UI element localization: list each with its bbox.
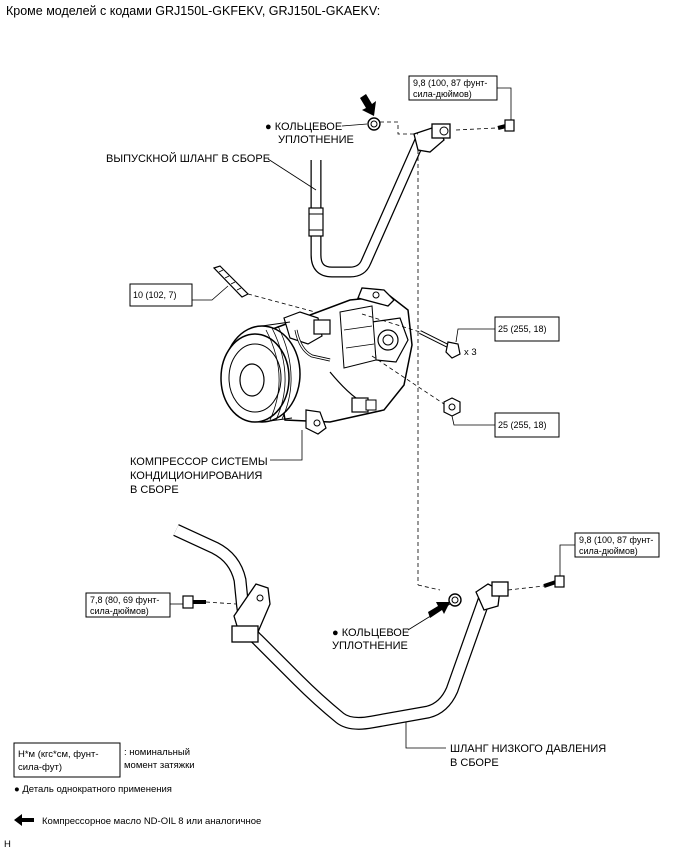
suction-hose-label-line1: ШЛАНГ НИЗКОГО ДАВЛЕНИЯ [450,743,606,755]
legend-oil: Компрессорное масло ND-OIL 8 или аналоги… [42,816,261,827]
torque-box-nut: 25 (255, 18) [451,412,560,438]
compressor-body [220,287,413,435]
compressor-leader [270,430,303,461]
torque-box-bolts: 25 (255, 18) [455,316,560,343]
torque-top-right-line1: 9,8 (100, 87 фунт- [413,78,487,88]
diagram-title: Кроме моделей с кодами GRJ150L-GKFEKV, G… [6,4,380,18]
torque-bottom-right-line2: сила-дюймов) [579,546,638,556]
torque-box-top-right: 9,8 (100, 87 фунт- сила-дюймов) [408,75,512,120]
o-ring-bottom-label-line1: ● КОЛЬЦЕВОЕ [332,627,409,639]
torque-stud: 10 (102, 7) [133,290,177,300]
o-ring-bottom-label-line2: УПЛОТНЕНИЕ [332,640,408,652]
discharge-hose-label: ВЫПУСКНОЙ ШЛАНГ В СБОРЕ [106,152,270,165]
stud-bolt [212,265,250,298]
corner-mark: H [4,839,11,850]
legend-units-desc-line1: : номинальный [124,747,190,758]
oil-arrow-icon-top [360,94,376,116]
compressor-bolt [419,330,461,359]
compressor-nut [443,397,461,417]
suction-hose-leader [405,722,446,749]
discharge-hose [308,123,451,278]
legend-units-line2: сила-фут) [18,762,62,773]
legend-units-box [13,742,121,778]
alignment-lines-top [380,121,497,585]
o-ring-top-label-line2: УПЛОТНЕНИЕ [278,134,354,146]
bolt-bottom-right [543,575,565,588]
o-ring-top-label-line1: ● КОЛЬЦЕВОЕ [265,121,342,133]
compressor-label-line1: КОМПРЕССОР СИСТЕМЫ [130,456,268,468]
torque-nut: 25 (255, 18) [498,420,547,430]
torque-bolts: 25 (255, 18) [498,324,547,334]
compressor-label-line2: КОНДИЦИОНИРОВАНИЯ [130,470,262,482]
torque-top-right-line2: сила-дюймов) [413,89,472,99]
compressor-label-line3: В СБОРЕ [130,484,179,496]
legend: Н*м (кгс*см, фунт- сила-фут) : номинальн… [13,742,261,827]
legend-oil-arrow-icon [14,814,34,826]
torque-bottom-right-line1: 9,8 (100, 87 фунт- [579,535,653,545]
legend-single-use: ● Деталь однократного применения [14,784,172,795]
legend-units-line1: Н*м (кгс*см, фунт- [18,749,99,760]
torque-bottom-left-line1: 7,8 (80, 69 фунт- [90,595,159,605]
o-ring-bottom [448,593,462,607]
suction-hose-label-line2: В СБОРЕ [450,757,499,769]
bolt-count: x 3 [464,347,477,358]
bolt-bottom-left [182,595,206,609]
legend-units-desc-line2: момент затяжки [124,760,195,771]
suction-hose [173,524,509,730]
torque-box-bottom-left: 7,8 (80, 69 фунт- сила-дюймов) [85,592,183,618]
torque-box-stud: 10 (102, 7) [129,283,229,307]
torque-box-bottom-right: 9,8 (100, 87 фунт- сила-дюймов) [559,532,660,576]
bolt-top-right [497,119,515,132]
o-ring-top [367,117,381,131]
torque-bottom-left-line2: сила-дюймов) [90,606,149,616]
